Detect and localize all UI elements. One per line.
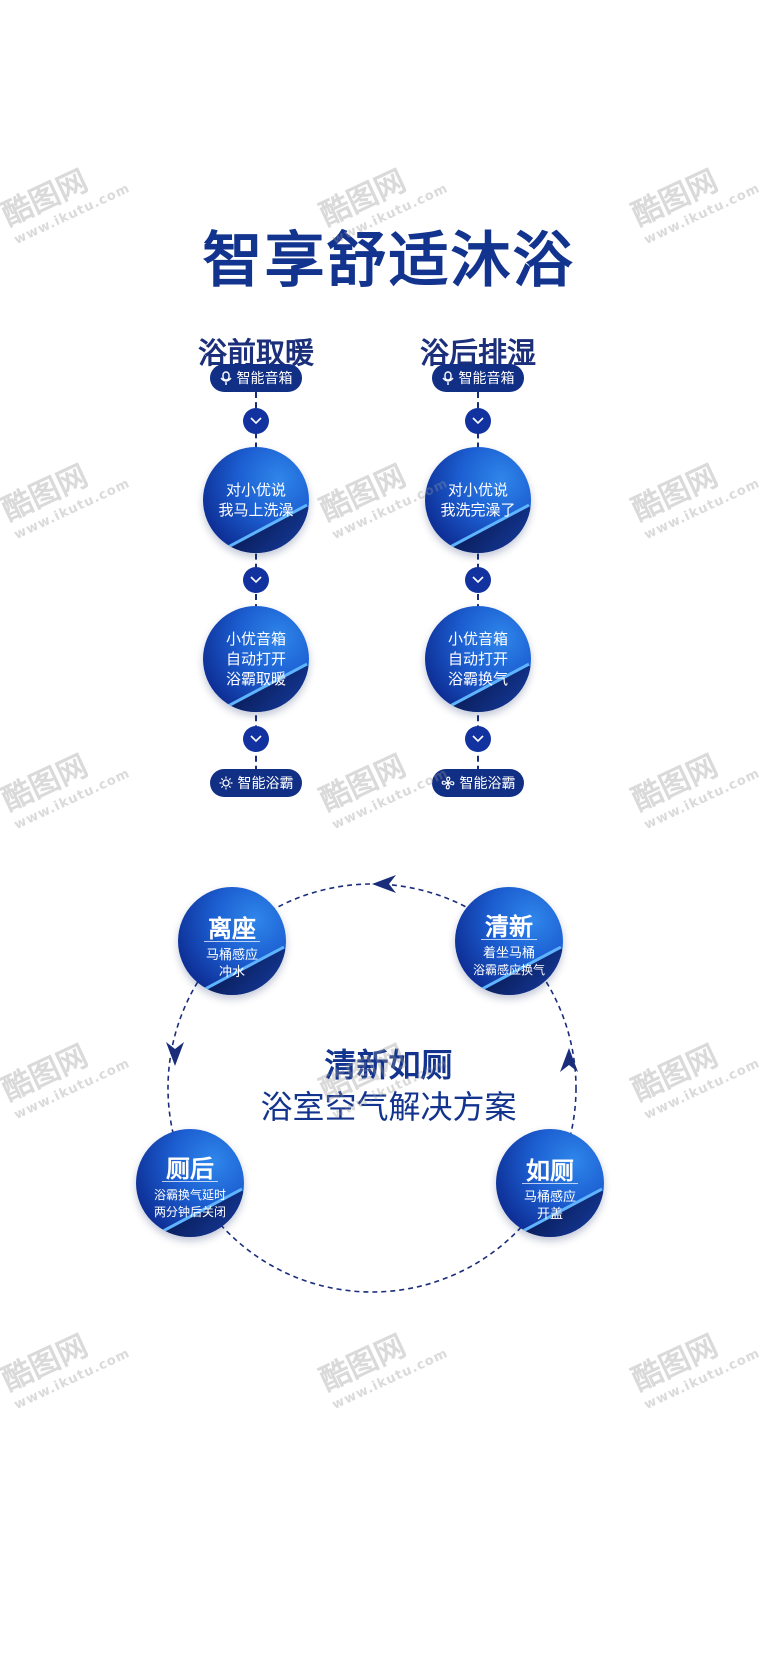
- sun-icon: [219, 776, 232, 790]
- left-step2-line3: 浴霸取暖: [225, 670, 286, 688]
- cycle-node-desc: 浴霸感应换气: [472, 963, 545, 977]
- chevron-down-icon: [243, 726, 269, 752]
- right-step1-circle: 对小优说 我洗完澡了: [425, 447, 531, 553]
- right-top-pill-label: 智能音箱: [458, 371, 515, 387]
- cycle-node-title: 厕后: [166, 1155, 214, 1183]
- right-step1-line2: 我洗完澡了: [440, 501, 516, 519]
- left-top-pill-label: 智能音箱: [236, 371, 293, 387]
- left-step2-circle: 小优音箱 自动打开 浴霸取暖: [203, 606, 309, 712]
- chevron-down-icon: [465, 408, 491, 434]
- cycle-center-subtitle: 浴室空气解决方案: [260, 1088, 517, 1126]
- divider: [521, 1183, 579, 1184]
- cycle-node-desc: 开盖: [536, 1207, 563, 1222]
- microphone-icon: [441, 370, 454, 385]
- right-top-pill: 智能音箱: [432, 364, 524, 392]
- cycle-node-title: 如厕: [526, 1157, 574, 1185]
- left-step1-line2: 我马上洗澡: [218, 501, 294, 519]
- left-step1-circle: 对小优说 我马上洗澡: [203, 447, 309, 553]
- cycle-node-desc: 马桶感应: [205, 948, 258, 963]
- left-top-pill: 智能音箱: [210, 364, 302, 392]
- cycle-node-after-toilet: 厕后 浴霸换气延时 两分钟后关闭: [136, 1129, 244, 1237]
- cycle-node-desc: 着坐马桶: [482, 946, 535, 961]
- left-bottom-pill: 智能浴霸: [210, 769, 302, 797]
- chevron-down-icon: [465, 567, 491, 593]
- cycle-node-title: 离座: [208, 915, 256, 943]
- left-step1-line1: 对小优说: [225, 481, 286, 499]
- cycle-node-desc: 两分钟后关闭: [153, 1205, 226, 1219]
- right-step2-line1: 小优音箱: [447, 630, 508, 648]
- divider: [480, 939, 538, 940]
- microphone-icon: [219, 370, 232, 385]
- cycle-node-title: 清新: [485, 913, 533, 941]
- right-step2-circle: 小优音箱 自动打开 浴霸换气: [425, 606, 531, 712]
- cycle-node-desc: 冲水: [218, 965, 245, 980]
- divider: [203, 941, 261, 942]
- fan-icon: [441, 776, 454, 790]
- chevron-down-icon: [243, 567, 269, 593]
- right-step2-line2: 自动打开: [447, 650, 508, 668]
- cycle-node-desc: 浴霸换气延时: [153, 1188, 226, 1202]
- chevron-down-icon: [465, 726, 491, 752]
- cycle-center-title: 清新如厕: [324, 1046, 453, 1084]
- cycle-node-leave-seat: 离座 马桶感应 冲水: [178, 887, 286, 995]
- right-step2-line3: 浴霸换气: [447, 670, 508, 688]
- chevron-down-icon: [243, 408, 269, 434]
- right-bottom-pill-label: 智能浴霸: [459, 776, 516, 792]
- left-bottom-pill-label: 智能浴霸: [237, 776, 294, 792]
- right-step1-line1: 对小优说: [447, 481, 508, 499]
- cycle-node-using-toilet: 如厕 马桶感应 开盖: [496, 1129, 604, 1237]
- cycle-node-fresh: 清新 着坐马桶 浴霸感应换气: [455, 887, 563, 995]
- left-step2-line1: 小优音箱: [225, 630, 286, 648]
- left-step2-line2: 自动打开: [225, 650, 286, 668]
- cycle-node-desc: 马桶感应: [523, 1190, 576, 1205]
- right-bottom-pill: 智能浴霸: [432, 769, 524, 797]
- divider: [161, 1181, 219, 1182]
- page-title: 智享舒适沐浴: [202, 226, 575, 296]
